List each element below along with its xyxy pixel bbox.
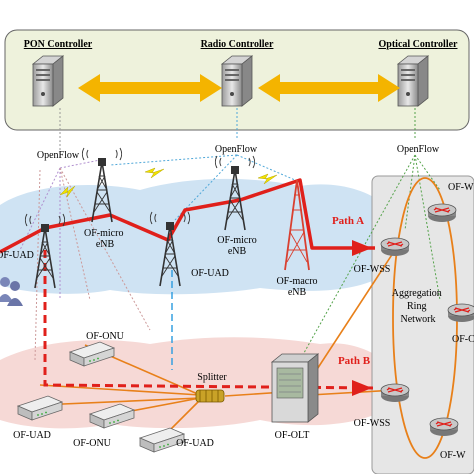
path-b-line (43, 250, 376, 390)
wss-r3-label: OF-W (440, 450, 466, 461)
olt-cabinet-icon (270, 353, 320, 423)
onu-top-label: OF-ONU (86, 331, 125, 342)
router-icon (380, 383, 410, 403)
lightning-icon (59, 167, 278, 198)
pon-controller[interactable]: PON Controller (24, 39, 93, 107)
optical-controller[interactable]: Optical Controller (379, 39, 459, 107)
macro-tower (284, 179, 310, 271)
users-icon (0, 277, 23, 306)
onu-bottom-label: OF-ONU (73, 438, 112, 449)
micro-enb-1-label: OF-micro eNB (84, 228, 126, 250)
ring-label: Aggregation Ring Network (392, 288, 445, 325)
router-icon (447, 303, 474, 323)
uad-mid-label: OF-UAD (191, 268, 229, 279)
pon-controller-label: PON Controller (24, 39, 93, 50)
ring-label-line-3: Network (401, 314, 436, 325)
wss-bottom-label: OF-WSS (354, 418, 391, 429)
optical-region (371, 175, 474, 474)
controller-arrows (78, 74, 400, 102)
path-a-arrowhead (352, 240, 372, 256)
pon-cloud (0, 337, 385, 429)
optical-controller-label: Optical Controller (379, 39, 459, 50)
path-a-label: Path A (332, 215, 364, 227)
radio-controller[interactable]: Radio Controller (201, 39, 274, 107)
splitter-label: Splitter (197, 372, 227, 383)
path-a-line (0, 178, 375, 254)
uad-left-label: OF-UAD (0, 250, 34, 261)
splitter-icon (195, 389, 225, 403)
wss-top-label: OF-WSS (354, 264, 391, 275)
openflow-label-pon: OpenFlow (37, 150, 80, 161)
pon-radio-arrow (78, 74, 222, 102)
ring-label-line-1: Aggregation (392, 288, 442, 299)
wss-r1-label: OF-WS (448, 182, 474, 193)
server-icon (397, 55, 429, 107)
olt-label: OF-OLT (275, 430, 310, 441)
path-b-arrowhead (352, 380, 372, 396)
uad-bottom-left-label: OF-UAD (13, 430, 51, 441)
ring-label-line-2: Ring (407, 301, 426, 312)
router-icon (380, 237, 410, 257)
openflow-label-radio: OpenFlow (215, 144, 258, 155)
server-icon (32, 55, 64, 107)
wss-r2-label: OF-C (452, 334, 474, 345)
router-icon (427, 203, 457, 223)
radio-optical-arrow (258, 74, 400, 102)
uad-bottom-mid-label: OF-UAD (176, 438, 214, 449)
radio-controller-label: Radio Controller (201, 39, 274, 50)
server-icon (221, 55, 253, 107)
router-icon (429, 417, 459, 437)
openflow-label-optical: OpenFlow (397, 144, 440, 155)
path-b-label: Path B (338, 355, 371, 367)
micro-enb-1-text: OF-micro (84, 228, 123, 239)
